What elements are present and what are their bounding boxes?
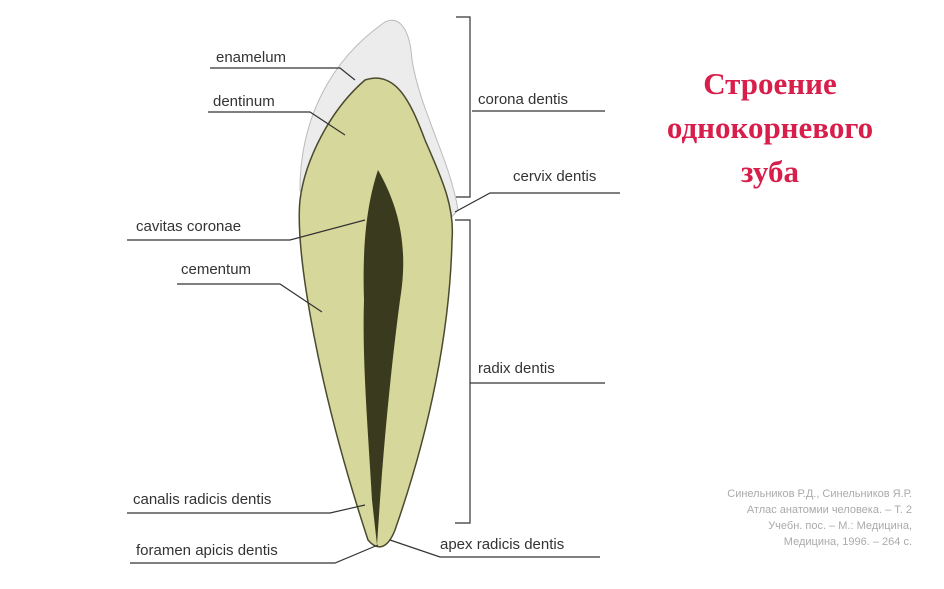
page-title: Строение однокорневого зуба (630, 62, 910, 194)
pulp-cavity (363, 170, 404, 545)
label-cervix-dentis: cervix dentis (513, 168, 597, 185)
leader-lines (127, 16, 620, 564)
label-foramen-apicis: foramen apicis dentis (136, 542, 278, 559)
title-line: Строение (703, 66, 837, 101)
citation: Синельников Р.Д., Синельников Я.Р. Атлас… (660, 486, 912, 550)
citation-line: Учебн. пос. – М.: Медицина, (768, 520, 912, 532)
label-enamelum: enamelum (216, 49, 287, 66)
citation-line: Синельников Р.Д., Синельников Я.Р. (727, 488, 912, 500)
citation-line: Атлас анатомии человека. – Т. 2 (746, 504, 912, 516)
label-cavitas-coronae: cavitas coronae (136, 218, 242, 235)
title-line: зуба (741, 154, 799, 189)
title-line: однокорневого (666, 110, 874, 145)
label-apex-radicis: apex radicis dentis (440, 536, 565, 553)
citation-line: Медицина, 1996. – 264 с. (783, 536, 912, 548)
label-cementum: cementum (181, 261, 252, 278)
label-radix-dentis: radix dentis (478, 360, 555, 377)
label-corona-dentis: corona dentis (478, 91, 569, 108)
label-canalis-radicis: canalis radicis dentis (133, 491, 272, 508)
label-dentinum: dentinum (213, 93, 275, 110)
